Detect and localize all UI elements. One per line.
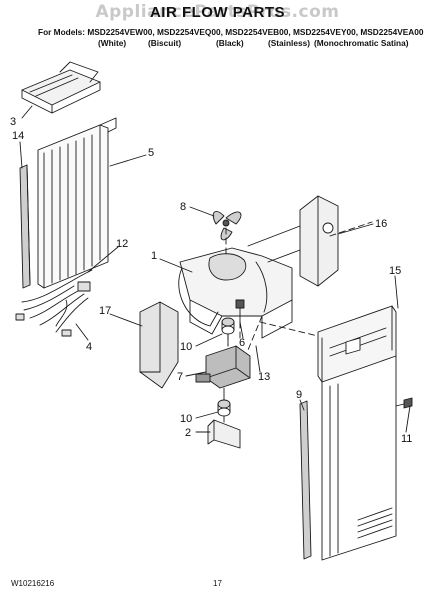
part-11-screw xyxy=(395,397,413,409)
part-12-wire-harness xyxy=(15,269,93,337)
callout-12: 12 xyxy=(116,238,128,250)
callout-16: 16 xyxy=(375,218,387,230)
callout-13: 13 xyxy=(258,371,270,383)
leader-lines xyxy=(19,105,411,433)
color-black: (Black) xyxy=(216,38,244,48)
part-10-grommet-lower xyxy=(217,399,231,417)
part-2-motor-bracket xyxy=(207,419,241,449)
part-1-fan-housing xyxy=(178,247,293,339)
callout-1: 1 xyxy=(151,250,157,262)
callout-11: 11 xyxy=(401,433,412,445)
callout-5: 5 xyxy=(148,147,154,159)
part-14-foam-strip xyxy=(19,164,31,289)
callout-8: 8 xyxy=(180,201,186,213)
color-stainless: (Stainless) xyxy=(268,38,310,48)
callout-3: 3 xyxy=(10,116,16,128)
callout-14: 14 xyxy=(12,130,24,142)
document-number: W10216216 xyxy=(11,579,55,588)
callout-7: 7 xyxy=(177,371,183,383)
callout-4: 4 xyxy=(86,341,92,353)
color-monochromatic-satina: (Monochromatic Satina) xyxy=(314,38,409,48)
part-5-air-duct-panel xyxy=(37,117,117,289)
callout-9: 9 xyxy=(296,389,302,401)
callout-2: 2 xyxy=(185,427,191,439)
watermark: AppliancePartsPros.com xyxy=(95,2,340,22)
page-number: 17 xyxy=(213,579,222,588)
callout-6: 6 xyxy=(239,337,245,349)
page-title: AIR FLOW PARTS xyxy=(149,4,286,21)
color-biscuit: (Biscuit) xyxy=(148,38,182,48)
part-10-grommet-upper xyxy=(221,317,235,335)
part-16-side-duct xyxy=(247,195,339,287)
color-white: (White) xyxy=(98,38,127,48)
part-8-fan-blade xyxy=(212,211,242,241)
callout-10-lower: 10 xyxy=(180,413,192,425)
part-3-top-bracket xyxy=(21,61,101,114)
part-7-fan-motor xyxy=(195,333,251,401)
callout-17: 17 xyxy=(99,305,111,317)
part-17-foam-block xyxy=(139,301,179,389)
model-list: For Models: MSD2254VEW00, MSD2254VEQ00, … xyxy=(38,27,424,37)
part-6-screw xyxy=(235,299,245,323)
callout-10-upper: 10 xyxy=(180,341,192,353)
assembly-lines xyxy=(223,221,373,427)
part-9-foam-strip xyxy=(299,400,312,560)
part-15-evaporator-cover xyxy=(317,305,397,561)
callout-labels: 3 14 5 8 16 12 1 6 15 17 4 10 7 13 9 10 … xyxy=(10,116,412,445)
callout-15: 15 xyxy=(389,265,401,277)
